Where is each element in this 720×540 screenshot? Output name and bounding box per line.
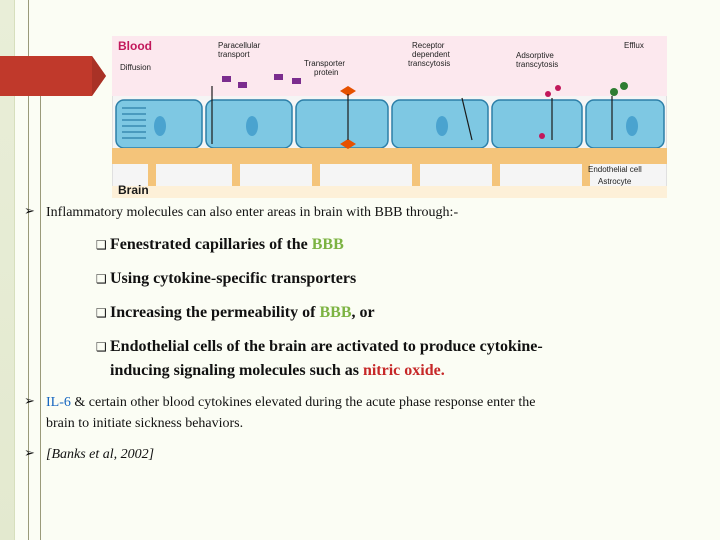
sub-bullet-1-highlight: BBB (311, 236, 344, 253)
checkbox-bullet-icon: ❑ (96, 272, 107, 286)
sub-bullet-4-text: inducing signaling molecules such as (110, 362, 363, 379)
bullet-3-citation: [Banks et al, 2002] (46, 447, 155, 462)
figure-label-receptor-2: dependent (412, 50, 451, 59)
sub-bullet-4-line2: inducing signaling molecules such as nit… (110, 362, 445, 380)
figure-blood-label: Blood (118, 39, 152, 53)
sub-bullet-3-tail: , or (351, 304, 375, 321)
bullet-2-highlight: IL-6 (46, 395, 71, 410)
sub-bullet-1: Fenestrated capillaries of the BBB (110, 236, 344, 254)
figure-label-endothelial: Endothelial cell (588, 165, 642, 174)
bullet-2-line2: brain to initiate sickness behaviors. (46, 416, 244, 431)
figure-label-paracellular: Paracellular (218, 41, 261, 50)
sub-bullet-2: Using cytokine-specific transporters (110, 270, 357, 287)
sub-bullet-3-highlight: BBB (319, 304, 352, 321)
figure-label-adsorptive: Adsorptive (516, 51, 554, 60)
deco-line (28, 0, 29, 540)
checkbox-bullet-icon: ❑ (96, 238, 107, 252)
figure-label-transporter-2: protein (314, 68, 338, 77)
bbb-transport-diagram: Blood Brain Paracellular transport Diffu… (112, 36, 667, 198)
figure-label-transporter: Transporter (304, 59, 345, 68)
figure-label-efflux: Efflux (624, 41, 644, 50)
arrow-bullet-icon: ➢ (24, 446, 35, 461)
figure-label-receptor: Receptor (412, 41, 445, 50)
checkbox-bullet-icon: ❑ (96, 306, 107, 320)
bullet-2-text: & certain other blood cytokines elevated… (70, 395, 536, 410)
arrow-bullet-icon: ➢ (24, 394, 35, 409)
figure-label-diffusion: Diffusion (120, 63, 151, 72)
figure-label-paracellular-2: transport (218, 50, 250, 59)
figure-brain-label: Brain (118, 183, 149, 197)
sub-bullet-3: Increasing the permeability of BBB, or (110, 304, 375, 322)
red-arrow-tab (0, 56, 106, 96)
sub-bullet-3-text: Increasing the permeability of (110, 304, 320, 321)
figure-label-receptor-3: transcytosis (408, 59, 450, 68)
sub-bullet-4-line1: Endothelial cells of the brain are activ… (110, 338, 543, 355)
checkbox-bullet-icon: ❑ (96, 340, 107, 354)
figure-label-adsorptive-2: transcytosis (516, 60, 558, 69)
bullet-2-line1: IL-6 & certain other blood cytokines ele… (46, 395, 535, 411)
side-strip (0, 0, 15, 540)
sub-bullet-1-text: Fenestrated capillaries of the (110, 236, 312, 253)
bullet-1-text: Inflammatory molecules can also enter ar… (46, 205, 459, 220)
arrow-bullet-icon: ➢ (24, 204, 35, 219)
sub-bullet-4-highlight: nitric oxide. (362, 362, 445, 379)
deco-line (40, 60, 41, 540)
figure-label-astrocyte: Astrocyte (598, 177, 632, 186)
